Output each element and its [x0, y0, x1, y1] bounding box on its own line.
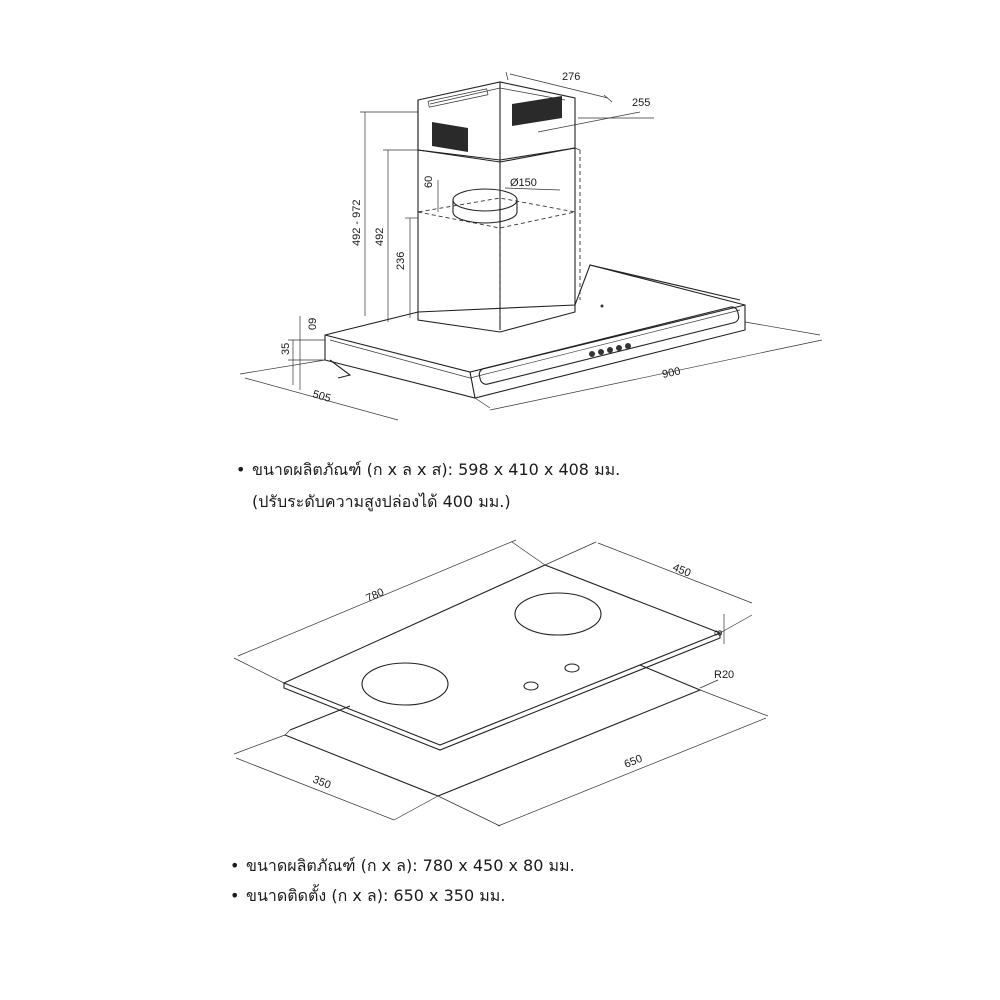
dim-hob-thickness: 8 — [713, 630, 725, 636]
knob-hole-2 — [564, 663, 580, 673]
bullet: • — [236, 460, 246, 479]
duct-outlet — [452, 188, 518, 212]
chimney-top — [417, 81, 576, 161]
hood-spec-line-1: • ขนาดผลิตภัณฑ์ (ก x ล x ส): 598 x 410 x … — [236, 460, 620, 480]
dim-canopy-edge: 09 — [307, 318, 319, 330]
burner-left — [361, 662, 449, 706]
dim-top-width: 255 — [632, 97, 650, 109]
hob-install-text: ขนาดติดตั้ง (ก x ล): 650 x 350 มม. — [246, 886, 506, 905]
hob-spec-line-2: • ขนาดติดตั้ง (ก x ล): 650 x 350 มม. — [230, 886, 505, 906]
dim-lower-chimney: 236 — [395, 252, 407, 270]
dim-duct-diameter: Ø150 — [510, 177, 537, 189]
chimney-vent-right — [512, 96, 562, 126]
dim-top-depth: 276 — [562, 71, 580, 83]
hood-spec-text: ขนาดผลิตภัณฑ์ (ก x ล x ส): 598 x 410 x 4… — [252, 460, 621, 479]
canopy-front-trim — [478, 306, 740, 385]
hob-spec-text: ขนาดผลิตภัณฑ์ (ก x ล): 780 x 450 x 80 มม… — [246, 856, 575, 875]
dim-canopy-thickness: 35 — [280, 343, 292, 355]
dim-hob-width: 450 — [671, 562, 693, 580]
dim-depth: 505 — [311, 388, 332, 405]
bullet: • — [230, 886, 240, 905]
hidden-outline — [417, 197, 576, 229]
burner-right — [514, 592, 602, 636]
dim-collar: 60 — [423, 176, 435, 188]
chimney-vent-left — [432, 122, 468, 152]
hob-glass-top — [282, 564, 722, 746]
cutout-outline — [289, 705, 351, 731]
knob-hole-1 — [523, 681, 539, 691]
hob-dimensions — [233, 539, 769, 827]
control-buttons — [589, 304, 631, 357]
hood-spec-line-2: (ปรับระดับความสูงปล่องได้ 400 มม.) — [252, 492, 511, 512]
chimney-lower — [417, 147, 576, 333]
hood-dimensions — [239, 71, 823, 421]
dim-hob-radius: R20 — [714, 669, 734, 681]
dim-height-range: 492 - 972 — [351, 200, 363, 246]
dim-width: 900 — [661, 365, 681, 381]
dim-chimney: 492 — [374, 228, 386, 246]
hood-spec-note: (ปรับระดับความสูงปล่องได้ 400 มม.) — [252, 492, 511, 511]
hob-spec-line-1: • ขนาดผลิตภัณฑ์ (ก x ล): 780 x 450 x 80 ม… — [230, 856, 575, 876]
dim-hob-length: 780 — [364, 586, 386, 604]
hob-drawing: 780 450 8 R20 650 350 — [233, 539, 769, 827]
range-hood-drawing: 276 255 Ø150 60 492 - 972 492 236 09 35 … — [239, 71, 823, 421]
bullet: • — [230, 856, 240, 875]
